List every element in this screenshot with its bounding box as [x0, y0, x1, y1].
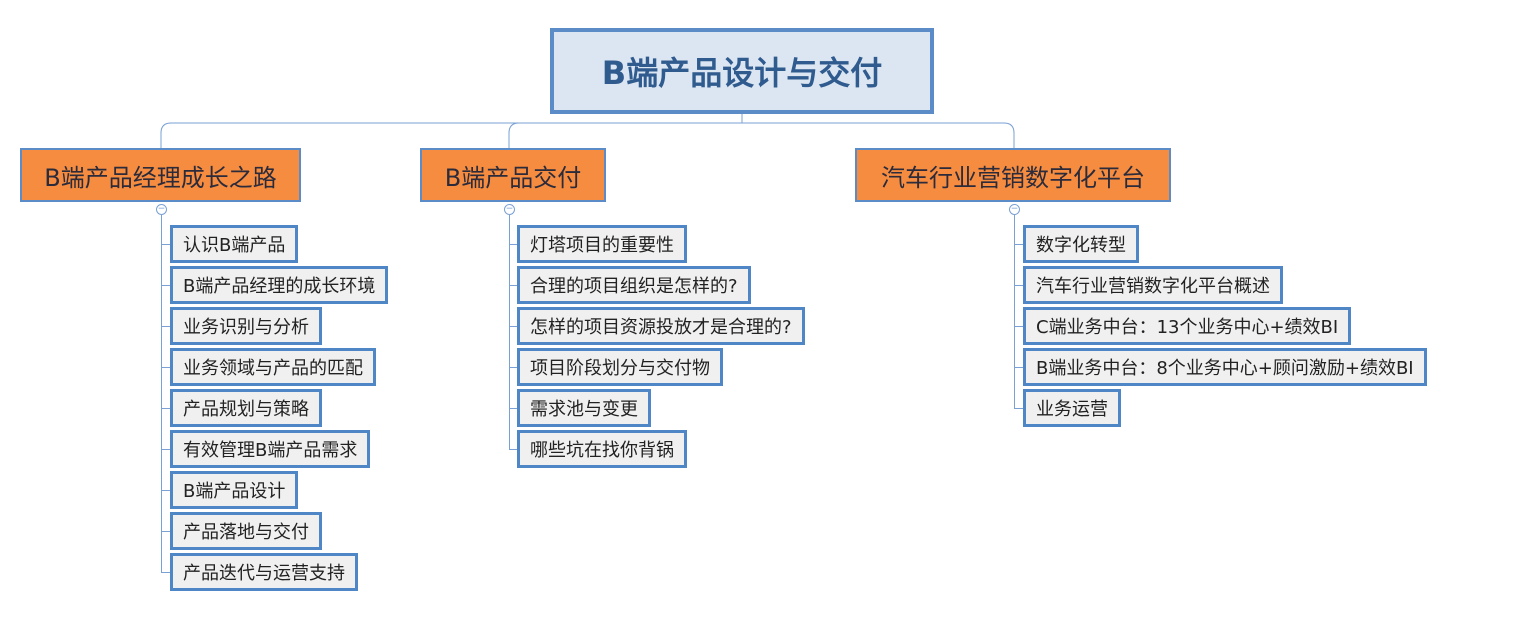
- branch-topic-auto-platform[interactable]: 汽车行业营销数字化平台: [855, 148, 1171, 202]
- subtopic[interactable]: 汽车行业营销数字化平台概述: [1023, 266, 1283, 304]
- root-topic[interactable]: B端产品设计与交付: [550, 28, 934, 114]
- subtopic[interactable]: 怎样的项目资源投放才是合理的?: [517, 307, 805, 345]
- subtopic[interactable]: B端产品经理的成长环境: [170, 266, 389, 304]
- collapse-toggle-icon[interactable]: −: [156, 204, 167, 215]
- subtopic[interactable]: 产品迭代与运营支持: [170, 553, 358, 591]
- subtopic[interactable]: 认识B端产品: [170, 225, 299, 263]
- branch-topic-growth[interactable]: B端产品经理成长之路: [20, 148, 301, 202]
- leaf-connector-line: [509, 326, 517, 327]
- leaf-connector-line: [509, 285, 517, 286]
- leaf-connector-line: [161, 531, 170, 532]
- leaf-connector-line: [161, 326, 170, 327]
- collapse-toggle-icon[interactable]: −: [504, 204, 515, 215]
- leaf-connector-line: [1014, 244, 1023, 245]
- branch-topic-delivery[interactable]: B端产品交付: [420, 148, 606, 202]
- leaf-connector-line: [509, 449, 517, 450]
- leaf-connector-line: [1014, 285, 1023, 286]
- subtopic[interactable]: B端业务中台：8个业务中心+顾问激励+绩效BI: [1023, 348, 1427, 386]
- subtopic[interactable]: 项目阶段划分与交付物: [517, 348, 723, 386]
- leaf-connector-line: [509, 408, 517, 409]
- leaf-connector-line: [161, 572, 170, 573]
- subtopic[interactable]: C端业务中台：13个业务中心+绩效BI: [1023, 307, 1352, 345]
- leaf-connector-line: [1014, 367, 1023, 368]
- leaf-connector-line: [1014, 408, 1023, 409]
- subtopic[interactable]: 业务运营: [1023, 389, 1121, 427]
- leaf-connector-line: [161, 367, 170, 368]
- branch-stem-line: [1014, 215, 1015, 408]
- branch-stem-line: [161, 215, 162, 572]
- subtopic[interactable]: 有效管理B端产品需求: [170, 430, 371, 468]
- branch-stem-line: [509, 215, 510, 449]
- subtopic[interactable]: 需求池与变更: [517, 389, 651, 427]
- subtopic[interactable]: B端产品设计: [170, 471, 299, 509]
- leaf-connector-line: [509, 244, 517, 245]
- leaf-connector-line: [161, 285, 170, 286]
- leaf-connector-line: [509, 367, 517, 368]
- subtopic[interactable]: 哪些坑在找你背锅: [517, 430, 687, 468]
- leaf-connector-line: [161, 490, 170, 491]
- subtopic[interactable]: 产品规划与策略: [170, 389, 322, 427]
- subtopic[interactable]: 业务识别与分析: [170, 307, 322, 345]
- leaf-connector-line: [1014, 326, 1023, 327]
- leaf-connector-line: [161, 449, 170, 450]
- subtopic[interactable]: 灯塔项目的重要性: [517, 225, 687, 263]
- subtopic[interactable]: 业务领域与产品的匹配: [170, 348, 376, 386]
- subtopic[interactable]: 合理的项目组织是怎样的?: [517, 266, 751, 304]
- subtopic[interactable]: 产品落地与交付: [170, 512, 322, 550]
- collapse-toggle-icon[interactable]: −: [1009, 204, 1020, 215]
- subtopic[interactable]: 数字化转型: [1023, 225, 1139, 263]
- leaf-connector-line: [161, 408, 170, 409]
- leaf-connector-line: [161, 244, 170, 245]
